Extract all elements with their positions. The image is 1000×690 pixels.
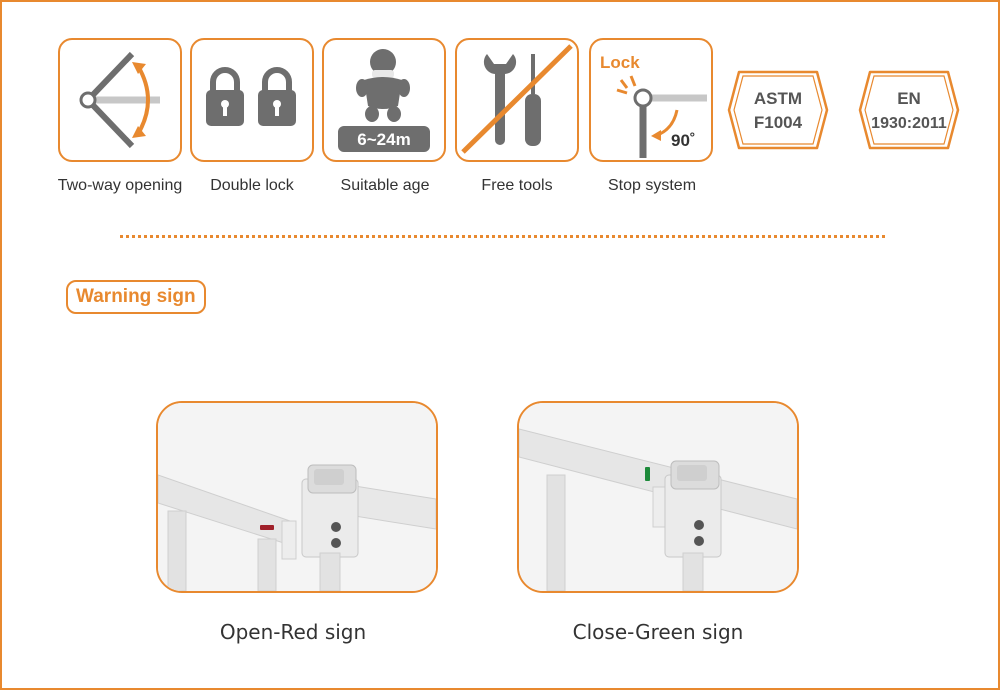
seal-icon: EN 1930:2011 bbox=[858, 70, 960, 150]
two-way-opening-icon bbox=[79, 51, 160, 149]
baby-icon: 6~24m bbox=[338, 49, 430, 152]
seal-line2: 1930:2011 bbox=[871, 115, 947, 132]
stop-lock-icon: Lock 90˚ bbox=[600, 53, 707, 158]
double-padlock-icon bbox=[206, 67, 296, 126]
feature-label-two-way-opening: Two-way opening bbox=[57, 177, 183, 194]
photo-caption-close-green: Close-Green sign bbox=[572, 620, 744, 644]
red-indicator bbox=[260, 525, 274, 530]
section-divider bbox=[120, 235, 885, 238]
photo-caption-open-red: Open-Red sign bbox=[219, 620, 367, 644]
gate-closed-image bbox=[519, 403, 797, 591]
photo-open-red bbox=[156, 401, 438, 593]
seal-line1: EN bbox=[897, 89, 921, 108]
certification-seal-astm: ASTM F1004 bbox=[723, 60, 833, 160]
gate-open-image bbox=[158, 403, 436, 591]
feature-double-lock bbox=[190, 38, 314, 162]
certification-seal-en: EN 1930:2011 bbox=[854, 60, 964, 160]
angle-text: 90˚ bbox=[671, 131, 696, 150]
seal-line1: ASTM bbox=[754, 89, 802, 108]
no-tools-icon bbox=[461, 44, 573, 154]
warning-sign-heading: Warning sign bbox=[66, 280, 206, 314]
feature-label-suitable-age: Suitable age bbox=[340, 177, 430, 194]
feature-suitable-age: 6~24m bbox=[322, 38, 446, 162]
feature-stop-system: Lock 90˚ bbox=[589, 38, 713, 162]
lock-text: Lock bbox=[600, 53, 640, 72]
feature-label-stop-system: Stop system bbox=[607, 177, 697, 194]
feature-two-way-opening bbox=[58, 38, 182, 162]
feature-label-double-lock: Double lock bbox=[210, 177, 294, 194]
photo-close-green bbox=[517, 401, 799, 593]
feature-free-tools bbox=[455, 38, 579, 162]
green-indicator bbox=[645, 467, 650, 481]
seal-icon: ASTM F1004 bbox=[727, 70, 829, 150]
feature-label-free-tools: Free tools bbox=[481, 177, 553, 194]
seal-line2: F1004 bbox=[754, 113, 803, 132]
age-badge-text: 6~24m bbox=[357, 130, 410, 149]
